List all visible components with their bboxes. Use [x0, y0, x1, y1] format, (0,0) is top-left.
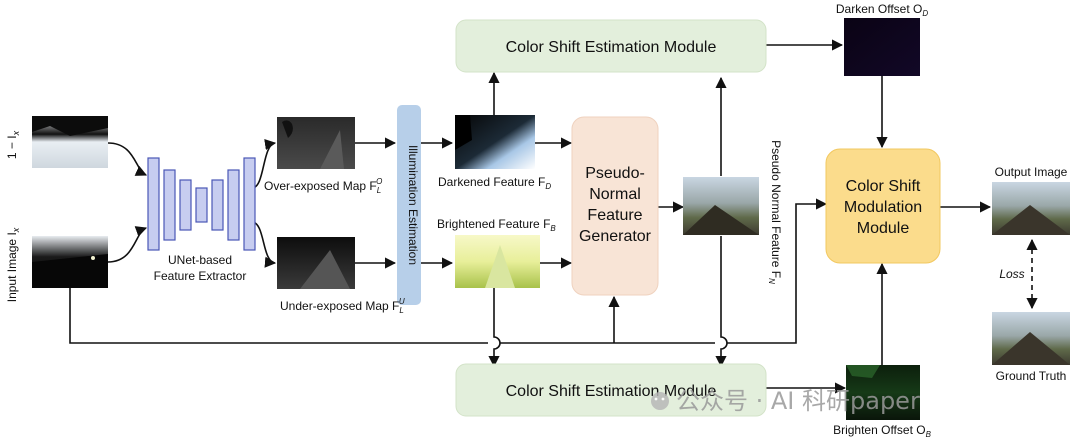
svg-text:Modulation: Modulation [844, 199, 922, 216]
output-image-label: Output Image [995, 165, 1068, 179]
over-exposed-map [277, 117, 355, 169]
illumination-box [397, 105, 421, 305]
pseudo-normal-label: Pseudo Normal Feature FN [767, 140, 783, 284]
loss-label: Loss [999, 267, 1024, 281]
generator-label: Pseudo- Normal Feature Generator [579, 165, 652, 245]
under-exposed-label: Under-exposed Map FLU [280, 297, 405, 315]
watermark: 公众号 · AI 科研paper [651, 387, 920, 415]
svg-text:Color Shift: Color Shift [846, 178, 921, 195]
ground-truth-label: Ground Truth [996, 369, 1067, 383]
svg-text:Normal: Normal [589, 186, 641, 203]
darkened-feature-label: Darkened Feature FD [438, 175, 551, 191]
connectors [69, 39, 992, 394]
brightened-feature-image [455, 235, 540, 288]
csem-bottom-box [455, 363, 767, 417]
inverted-input-label: 1 − Ix [5, 130, 21, 159]
over-exposed-label: Over-exposed Map FLO [264, 177, 382, 195]
illumination-label: Illumination Estimation [406, 145, 420, 265]
brighten-offset-image [846, 365, 920, 420]
modulation-label: Color Shift Modulation Module [844, 178, 922, 237]
inverted-input-image [32, 116, 108, 168]
darken-offset-image [844, 18, 920, 76]
svg-text:Generator: Generator [579, 228, 652, 245]
extractor-label-line2: Feature Extractor [154, 269, 247, 283]
ground-truth-image [992, 312, 1070, 365]
csem-top-label: Color Shift Estimation Module [506, 39, 717, 56]
output-image [992, 182, 1070, 235]
svg-text:公众号 · AI 科研paper: 公众号 · AI 科研paper [676, 387, 920, 415]
svg-text:Module: Module [857, 220, 910, 237]
csem-top-box [455, 19, 767, 73]
svg-text:Pseudo-: Pseudo- [585, 165, 645, 182]
brightened-feature-label: Brightened Feature FB [437, 217, 556, 233]
extractor-label-line1: UNet-based [168, 253, 232, 267]
modulation-box [825, 148, 941, 264]
input-image-label: Input Image Ix [5, 227, 21, 302]
generator-box [571, 116, 659, 296]
under-exposed-map [277, 237, 355, 289]
unet-feature-extractor [147, 157, 256, 251]
darken-offset-label: Darken Offset OD [836, 2, 928, 18]
darkened-feature-image [455, 115, 535, 169]
pseudo-normal-image [683, 177, 759, 235]
input-image [32, 236, 108, 288]
brighten-offset-label: Brighten Offset OB [833, 423, 932, 439]
wechat-icon [651, 392, 669, 410]
svg-text:Feature: Feature [587, 207, 642, 224]
